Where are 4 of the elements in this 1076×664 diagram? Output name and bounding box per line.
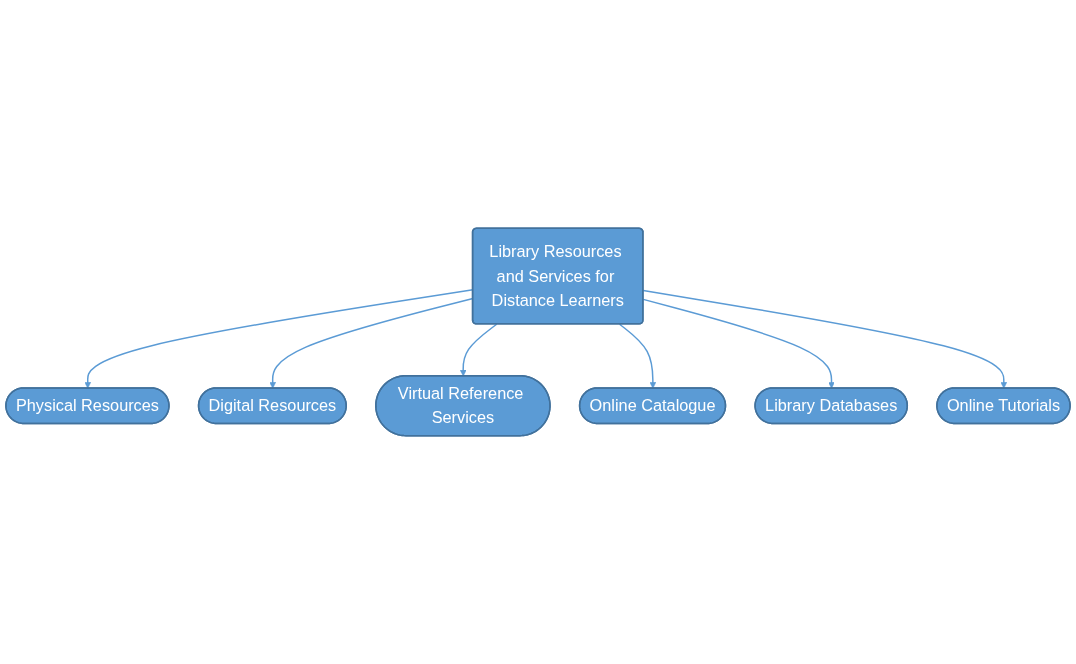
arrow xyxy=(459,323,498,377)
arrow xyxy=(642,289,1008,389)
arrow xyxy=(618,323,657,389)
arrow xyxy=(642,298,835,389)
